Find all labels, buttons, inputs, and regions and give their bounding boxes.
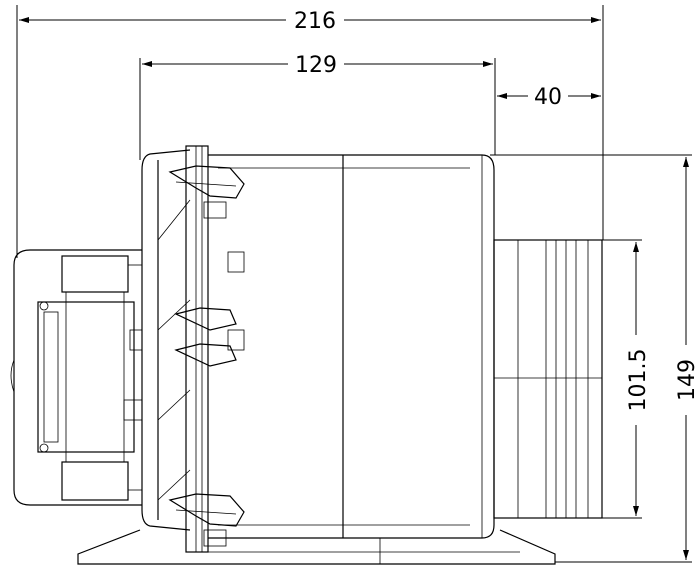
dimension-outlet-diameter: 101.5 xyxy=(600,239,651,519)
dimension-label-40: 40 xyxy=(534,85,562,110)
motor-housing xyxy=(10,249,143,506)
base-foot xyxy=(77,529,556,565)
dimension-overall-height: 149 xyxy=(490,154,700,563)
dimension-label-129: 129 xyxy=(295,53,337,78)
dimension-label-149: 149 xyxy=(675,359,700,401)
clip-middle xyxy=(174,251,245,367)
dimension-body-width: 129 xyxy=(139,52,496,160)
dimension-label-101-5: 101.5 xyxy=(626,349,651,412)
clip-top xyxy=(168,165,245,219)
dimension-label-216: 216 xyxy=(294,9,336,34)
dimension-outlet-length: 40 xyxy=(497,85,601,110)
dimension-overall-width: 216 xyxy=(16,5,604,258)
outlet-nozzle xyxy=(493,239,603,519)
pump-body xyxy=(208,154,495,539)
flange-clamp xyxy=(141,145,245,553)
